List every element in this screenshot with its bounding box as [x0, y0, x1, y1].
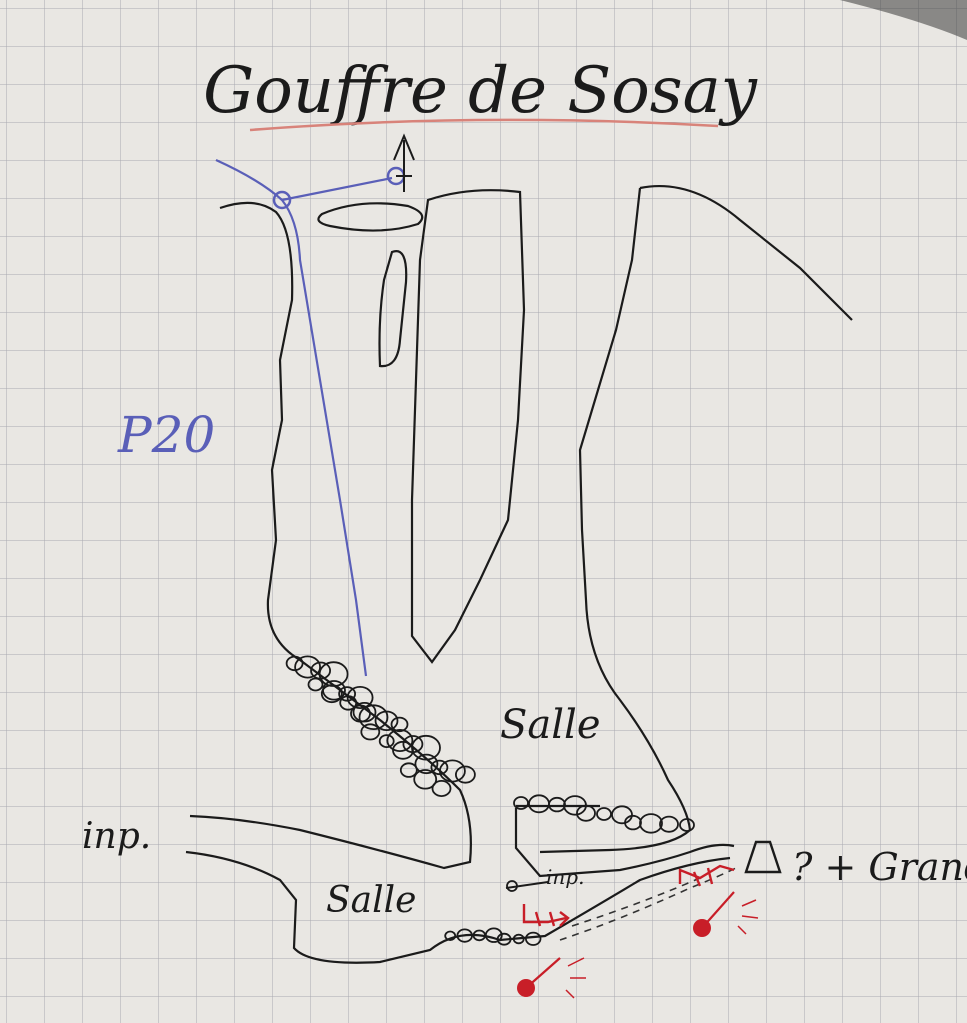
chamber-left-floor — [189, 659, 472, 870]
rope-traverse — [281, 176, 393, 202]
boulder — [339, 695, 358, 711]
boulder — [320, 684, 343, 704]
boulder-slope — [285, 655, 476, 798]
boulder — [378, 734, 395, 748]
dead-end-marker — [505, 881, 549, 889]
boulder — [624, 814, 642, 831]
central-pillar — [410, 189, 526, 664]
boulder — [513, 796, 529, 810]
boulder — [307, 677, 324, 692]
boulder — [444, 930, 457, 942]
boulder — [431, 780, 452, 798]
boulder — [294, 655, 322, 679]
upper-slit — [378, 250, 408, 368]
boulder — [679, 818, 695, 832]
right-outer-wall — [639, 184, 853, 321]
boulder — [358, 704, 389, 730]
boulder — [413, 769, 438, 790]
unexplored-shape-icon — [744, 840, 782, 874]
boulder — [360, 723, 381, 741]
boulder-choke-upper — [513, 794, 695, 834]
boulder — [374, 710, 399, 732]
dashed-connection-2 — [571, 877, 701, 927]
question-label: ? + Grand — [792, 845, 967, 889]
chamber-label-lower: Salle — [326, 880, 416, 921]
boulder — [456, 928, 473, 943]
boulder — [596, 807, 612, 821]
boulder — [414, 753, 439, 775]
boulder — [525, 931, 542, 946]
lower-passage-inner — [514, 808, 735, 878]
draught-arrow-upper — [678, 864, 735, 887]
red-marker-upper — [693, 891, 759, 937]
boulder — [392, 740, 414, 760]
entrance-arrow — [393, 133, 415, 192]
boulder — [659, 815, 679, 833]
anchor-point-left — [272, 190, 292, 210]
boulder — [454, 765, 476, 784]
boulder — [285, 655, 304, 672]
boulder — [611, 805, 633, 825]
boulder — [576, 804, 596, 822]
boulder — [639, 813, 663, 834]
boulder — [438, 759, 466, 783]
draught-arrow-lower — [522, 904, 570, 927]
shaft-left-wall — [219, 201, 301, 661]
dead-end-label-left: inp. — [82, 816, 151, 857]
pitch-label: P20 — [117, 406, 215, 464]
boulder — [352, 702, 377, 723]
boulder — [548, 796, 566, 813]
boulder — [512, 933, 525, 945]
dead-end-dot — [506, 880, 518, 892]
rope-line — [215, 158, 368, 677]
page-shadow — [840, 0, 967, 40]
boulder — [346, 686, 374, 710]
boulder — [496, 932, 512, 946]
boulder — [390, 716, 409, 733]
dashed-connection — [559, 865, 741, 941]
title-text: Gouffre de Sosay — [203, 54, 758, 128]
red-marker-lower — [517, 957, 586, 999]
right-inner-wall — [539, 187, 692, 854]
boulder — [484, 927, 503, 943]
lower-passage-top — [185, 850, 731, 964]
boulder — [399, 762, 418, 778]
boulder — [386, 729, 414, 753]
upper-ledge — [317, 202, 424, 232]
boulder-choke-lower — [444, 927, 542, 946]
dead-end-label-lower: inp. — [546, 865, 584, 889]
title-underline — [249, 118, 719, 132]
boulder — [430, 759, 449, 776]
chamber-label-upper: Salle — [500, 702, 601, 748]
boulder — [338, 686, 357, 702]
